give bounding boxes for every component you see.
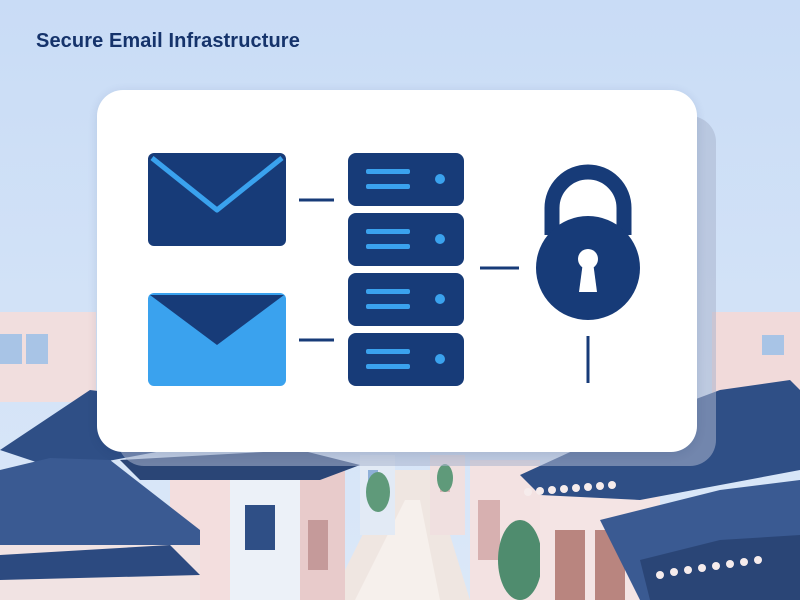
server-unit [348, 153, 464, 206]
server-unit [348, 273, 464, 326]
padlock-icon [536, 164, 640, 320]
envelope-icon [148, 293, 286, 386]
server-unit [348, 333, 464, 386]
page-title: Secure Email Infrastructure [36, 30, 300, 52]
server-rack-icon [348, 153, 464, 386]
envelope-icon [148, 153, 286, 246]
server-unit [348, 213, 464, 266]
